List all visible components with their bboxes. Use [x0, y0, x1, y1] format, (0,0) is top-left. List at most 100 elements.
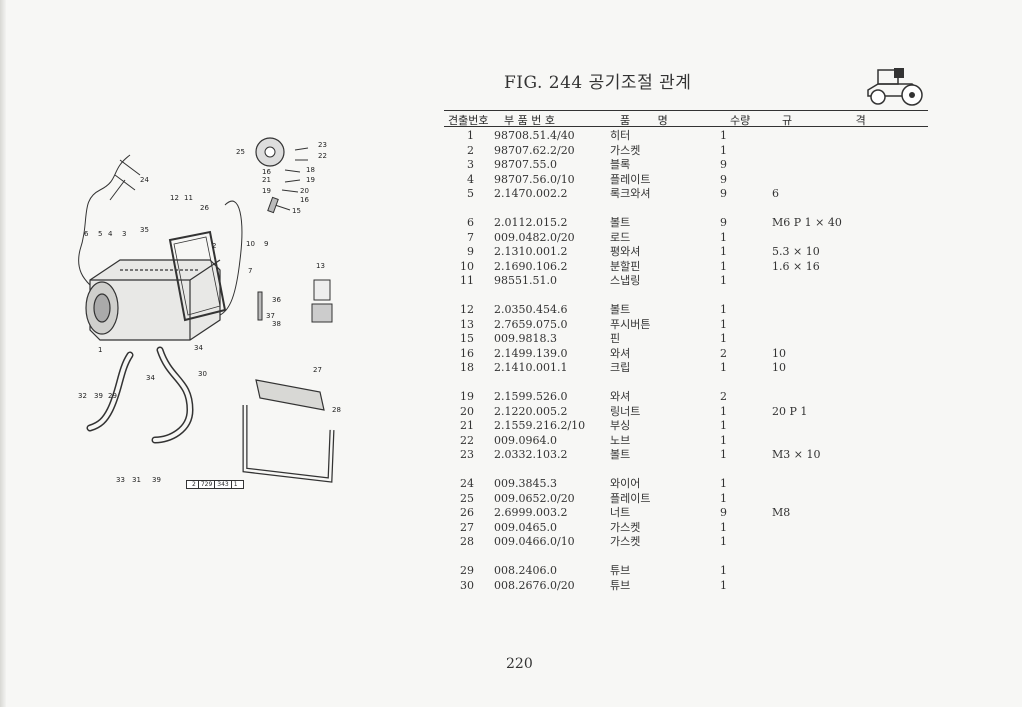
svg-text:11: 11 — [184, 194, 193, 202]
svg-text:36: 36 — [272, 296, 281, 304]
svg-text:18: 18 — [306, 166, 315, 174]
ref-no-cell: 2 — [467, 143, 474, 157]
ref-no-cell: 5 — [467, 187, 474, 200]
part-name-cell: 링너트 — [610, 404, 641, 418]
qty-cell: 2 — [720, 346, 727, 360]
ref-no-cell: 19 — [460, 390, 474, 403]
svg-text:35: 35 — [140, 226, 149, 234]
figure-ref-part: 343 — [215, 481, 232, 488]
qty-cell: 1 — [720, 259, 727, 273]
qty-cell: 9 — [720, 506, 727, 519]
spec-cell: 20 P 1 — [772, 404, 808, 418]
svg-text:16: 16 — [300, 196, 309, 204]
ref-no-cell: 20 — [460, 404, 474, 418]
svg-text:33: 33 — [116, 476, 125, 484]
part-name-cell: 와셔 — [610, 390, 631, 403]
ref-no-cell: 24 — [460, 477, 474, 490]
part-name-cell: 평와셔 — [610, 245, 641, 258]
spec-cell: 10 — [772, 361, 786, 374]
svg-text:19: 19 — [306, 176, 315, 184]
svg-text:22: 22 — [318, 152, 327, 160]
part-no-cell: 009.0652.0/20 — [494, 491, 575, 505]
spec-cell: 5.3 × 10 — [772, 245, 820, 258]
part-no-cell: 2.0332.103.2 — [494, 448, 568, 461]
ref-no-cell: 13 — [460, 317, 474, 331]
part-name-cell: 볼트 — [610, 448, 631, 461]
svg-text:34: 34 — [194, 344, 203, 352]
ref-no-cell: 11 — [460, 274, 474, 287]
col-ref-no: 견출번호 — [448, 114, 489, 127]
ref-no-cell: 12 — [460, 303, 474, 316]
ref-no-cell: 9 — [467, 245, 474, 258]
qty-cell: 9 — [720, 172, 727, 186]
ref-no-cell: 4 — [467, 172, 474, 186]
svg-text:27: 27 — [313, 366, 322, 374]
part-no-cell: 2.1310.001.2 — [494, 245, 568, 258]
ref-no-cell: 6 — [467, 216, 474, 229]
part-no-cell: 008.2676.0/20 — [494, 578, 575, 592]
svg-text:20: 20 — [300, 187, 309, 195]
part-name-cell: 플레이트 — [610, 491, 651, 505]
part-name-cell: 플레이트 — [610, 172, 651, 186]
control-cable — [219, 200, 243, 316]
qty-cell: 1 — [720, 361, 727, 374]
part-name-cell: 분할핀 — [610, 259, 641, 273]
part-name-cell: 핀 — [610, 332, 621, 345]
spec-cell: M6 P 1 × 40 — [772, 216, 842, 229]
qty-cell: 1 — [720, 578, 727, 592]
ref-no-cell: 29 — [460, 564, 474, 577]
part-no-cell: 98707.56.0/10 — [494, 172, 575, 186]
part-name-cell: 와셔 — [610, 346, 631, 360]
ref-no-cell: 15 — [460, 332, 474, 345]
ref-no-cell: 22 — [460, 433, 474, 447]
svg-text:30: 30 — [198, 370, 207, 378]
svg-text:26: 26 — [200, 204, 209, 212]
ref-no-cell: 10 — [460, 259, 474, 273]
svg-text:29: 29 — [108, 392, 117, 400]
part-no-cell: 2.1559.216.2/10 — [494, 419, 586, 432]
spec-cell: 6 — [772, 187, 779, 200]
header-rule-bottom — [444, 126, 928, 127]
wire-harness — [78, 154, 131, 286]
part-name-cell: 히터 — [610, 129, 631, 142]
part-no-cell: 2.0350.454.6 — [494, 303, 568, 316]
svg-text:32: 32 — [78, 392, 87, 400]
svg-text:15: 15 — [292, 207, 301, 215]
part-name-cell: 록크와셔 — [610, 187, 651, 200]
qty-cell: 9 — [720, 216, 727, 229]
part-no-cell: 2.1220.005.2 — [494, 404, 568, 418]
svg-text:38: 38 — [272, 320, 281, 328]
qty-cell: 1 — [720, 230, 727, 244]
svg-text:16: 16 — [262, 168, 271, 176]
svg-text:6: 6 — [84, 230, 89, 238]
push-button — [313, 279, 331, 301]
qty-cell: 1 — [720, 520, 727, 534]
svg-text:28: 28 — [332, 406, 341, 414]
ref-no-cell: 26 — [460, 506, 474, 519]
part-no-cell: 98707.62.2/20 — [494, 143, 575, 157]
qty-cell: 1 — [720, 419, 727, 432]
part-name-cell: 가스켓 — [610, 520, 641, 534]
col-spec: 규 격 — [782, 114, 866, 127]
part-no-cell: 009.3845.3 — [494, 477, 557, 490]
part-no-cell: 009.0466.0/10 — [494, 535, 575, 548]
svg-text:25: 25 — [236, 148, 245, 156]
ref-no-cell: 7 — [467, 230, 474, 244]
part-no-cell: 2.1470.002.2 — [494, 187, 568, 200]
part-name-cell: 크립 — [610, 361, 631, 374]
gasket-frame — [168, 230, 227, 322]
svg-text:9: 9 — [264, 240, 268, 248]
part-name-cell: 푸시버튼 — [610, 317, 651, 331]
svg-text:3: 3 — [122, 230, 126, 238]
part-no-cell: 2.6999.003.2 — [494, 506, 568, 519]
part-no-cell: 009.0482.0/20 — [494, 230, 575, 244]
ref-no-cell: 21 — [460, 419, 474, 432]
part-no-cell: 009.0964.0 — [494, 433, 557, 447]
figure-title: FIG. 244 공기조절 관계 — [504, 73, 692, 93]
header-rule-top — [444, 110, 928, 111]
qty-cell: 1 — [720, 433, 727, 447]
svg-text:34: 34 — [146, 374, 155, 382]
